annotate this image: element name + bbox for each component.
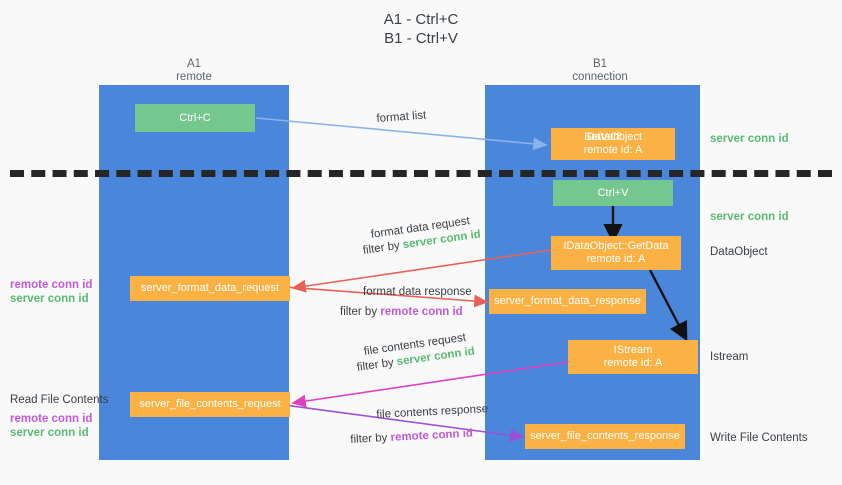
node-server-format-data-response-label: server_format_data_response (494, 295, 641, 307)
node-server-format-data-request-label: server_format_data_request (140, 282, 280, 294)
diagram-title: A1 - Ctrl+C B1 - Ctrl+V (0, 10, 842, 48)
lane-header-a1-sub: remote (176, 71, 212, 83)
node-set-idataobject-underlabel: SetVerl (583, 131, 620, 143)
left-label-conn-ids-upper: remote conn id server conn id (10, 278, 92, 306)
node-ctrl-v[interactable]: Ctrl+V (553, 180, 673, 206)
node-server-file-contents-request[interactable]: server_file_contents_request (130, 392, 290, 417)
edge-label-file-contents-response: file contents response (376, 403, 489, 421)
node-server-file-contents-response[interactable]: server_file_contents_response (525, 424, 685, 449)
lane-header-b1: B1 connection (540, 58, 660, 84)
filter-key-remote-conn-id: remote conn id (390, 427, 474, 444)
lane-header-a1: A1 remote (134, 58, 254, 84)
filter-key-remote-conn-id: remote conn id (380, 306, 463, 318)
node-ctrl-c[interactable]: Ctrl+C (135, 104, 255, 132)
left-label-remote-conn-id-upper: remote conn id (10, 279, 93, 291)
right-label-server-conn-id-mid: server conn id (710, 211, 789, 223)
lane-header-b1-name: B1 (592, 58, 608, 70)
node-server-format-data-request[interactable]: server_format_data_request (130, 276, 290, 301)
right-label-write-file-contents: Write File Contents (710, 432, 808, 444)
filter-prefix: filter by (340, 306, 381, 318)
left-label-remote-conn-id-lower: remote conn id (10, 413, 93, 425)
edge-label-format-list: format list (376, 109, 427, 125)
filter-prefix: filter by (356, 356, 398, 374)
title-line-2: B1 - Ctrl+V (384, 30, 458, 47)
filter-prefix: filter by (362, 239, 404, 257)
node-server-format-data-response[interactable]: server_format_data_response (489, 289, 646, 314)
lane-header-a1-name: A1 (186, 58, 202, 70)
node-getdata-line2: remote id: A (586, 253, 646, 265)
left-label-conn-ids-lower: remote conn id server conn id (10, 412, 92, 440)
edge-label-file-contents-response-filter: filter by remote conn id (350, 427, 473, 448)
right-label-istream: Istream (710, 351, 749, 363)
node-ctrl-c-label: Ctrl+C (179, 111, 211, 124)
node-istream[interactable]: IStream remote id: A (568, 340, 698, 374)
node-getdata[interactable]: IDataObject::GetData remote id: A (551, 236, 681, 270)
node-istream-line2: remote id: A (603, 357, 663, 369)
lane-header-b1-sub: connection (572, 71, 628, 83)
node-server-file-contents-response-label: server_file_contents_response (530, 430, 680, 442)
right-label-dataobject: DataObject (710, 246, 768, 258)
left-label-read-file-contents: Read File Contents (10, 394, 109, 406)
edge-label-format-data-response: format data response (363, 286, 472, 298)
left-label-server-conn-id-upper: server conn id (10, 293, 89, 305)
node-set-idataobject-label: IDataObject (583, 131, 643, 143)
phase-divider (10, 170, 832, 177)
node-ctrl-v-label: Ctrl+V (597, 186, 629, 199)
node-set-idataobject[interactable]: SetVerl IDataObject remote id: A (551, 128, 675, 160)
node-set-idataobject-label-wrap: SetVerl IDataObject (584, 131, 642, 144)
node-istream-label: IStream (613, 344, 653, 356)
filter-prefix: filter by (350, 431, 391, 446)
node-server-file-contents-request-label: server_file_contents_request (139, 398, 281, 410)
title-line-1: A1 - Ctrl+C (383, 11, 459, 28)
node-getdata-label: IDataObject::GetData (563, 240, 669, 252)
edge-label-format-data-response-filter: filter by remote conn id (340, 305, 463, 320)
right-label-server-conn-id-top: server conn id (710, 133, 789, 145)
node-set-idataobject-line2: remote id: A (583, 144, 643, 156)
left-label-server-conn-id-lower: server conn id (10, 427, 89, 439)
